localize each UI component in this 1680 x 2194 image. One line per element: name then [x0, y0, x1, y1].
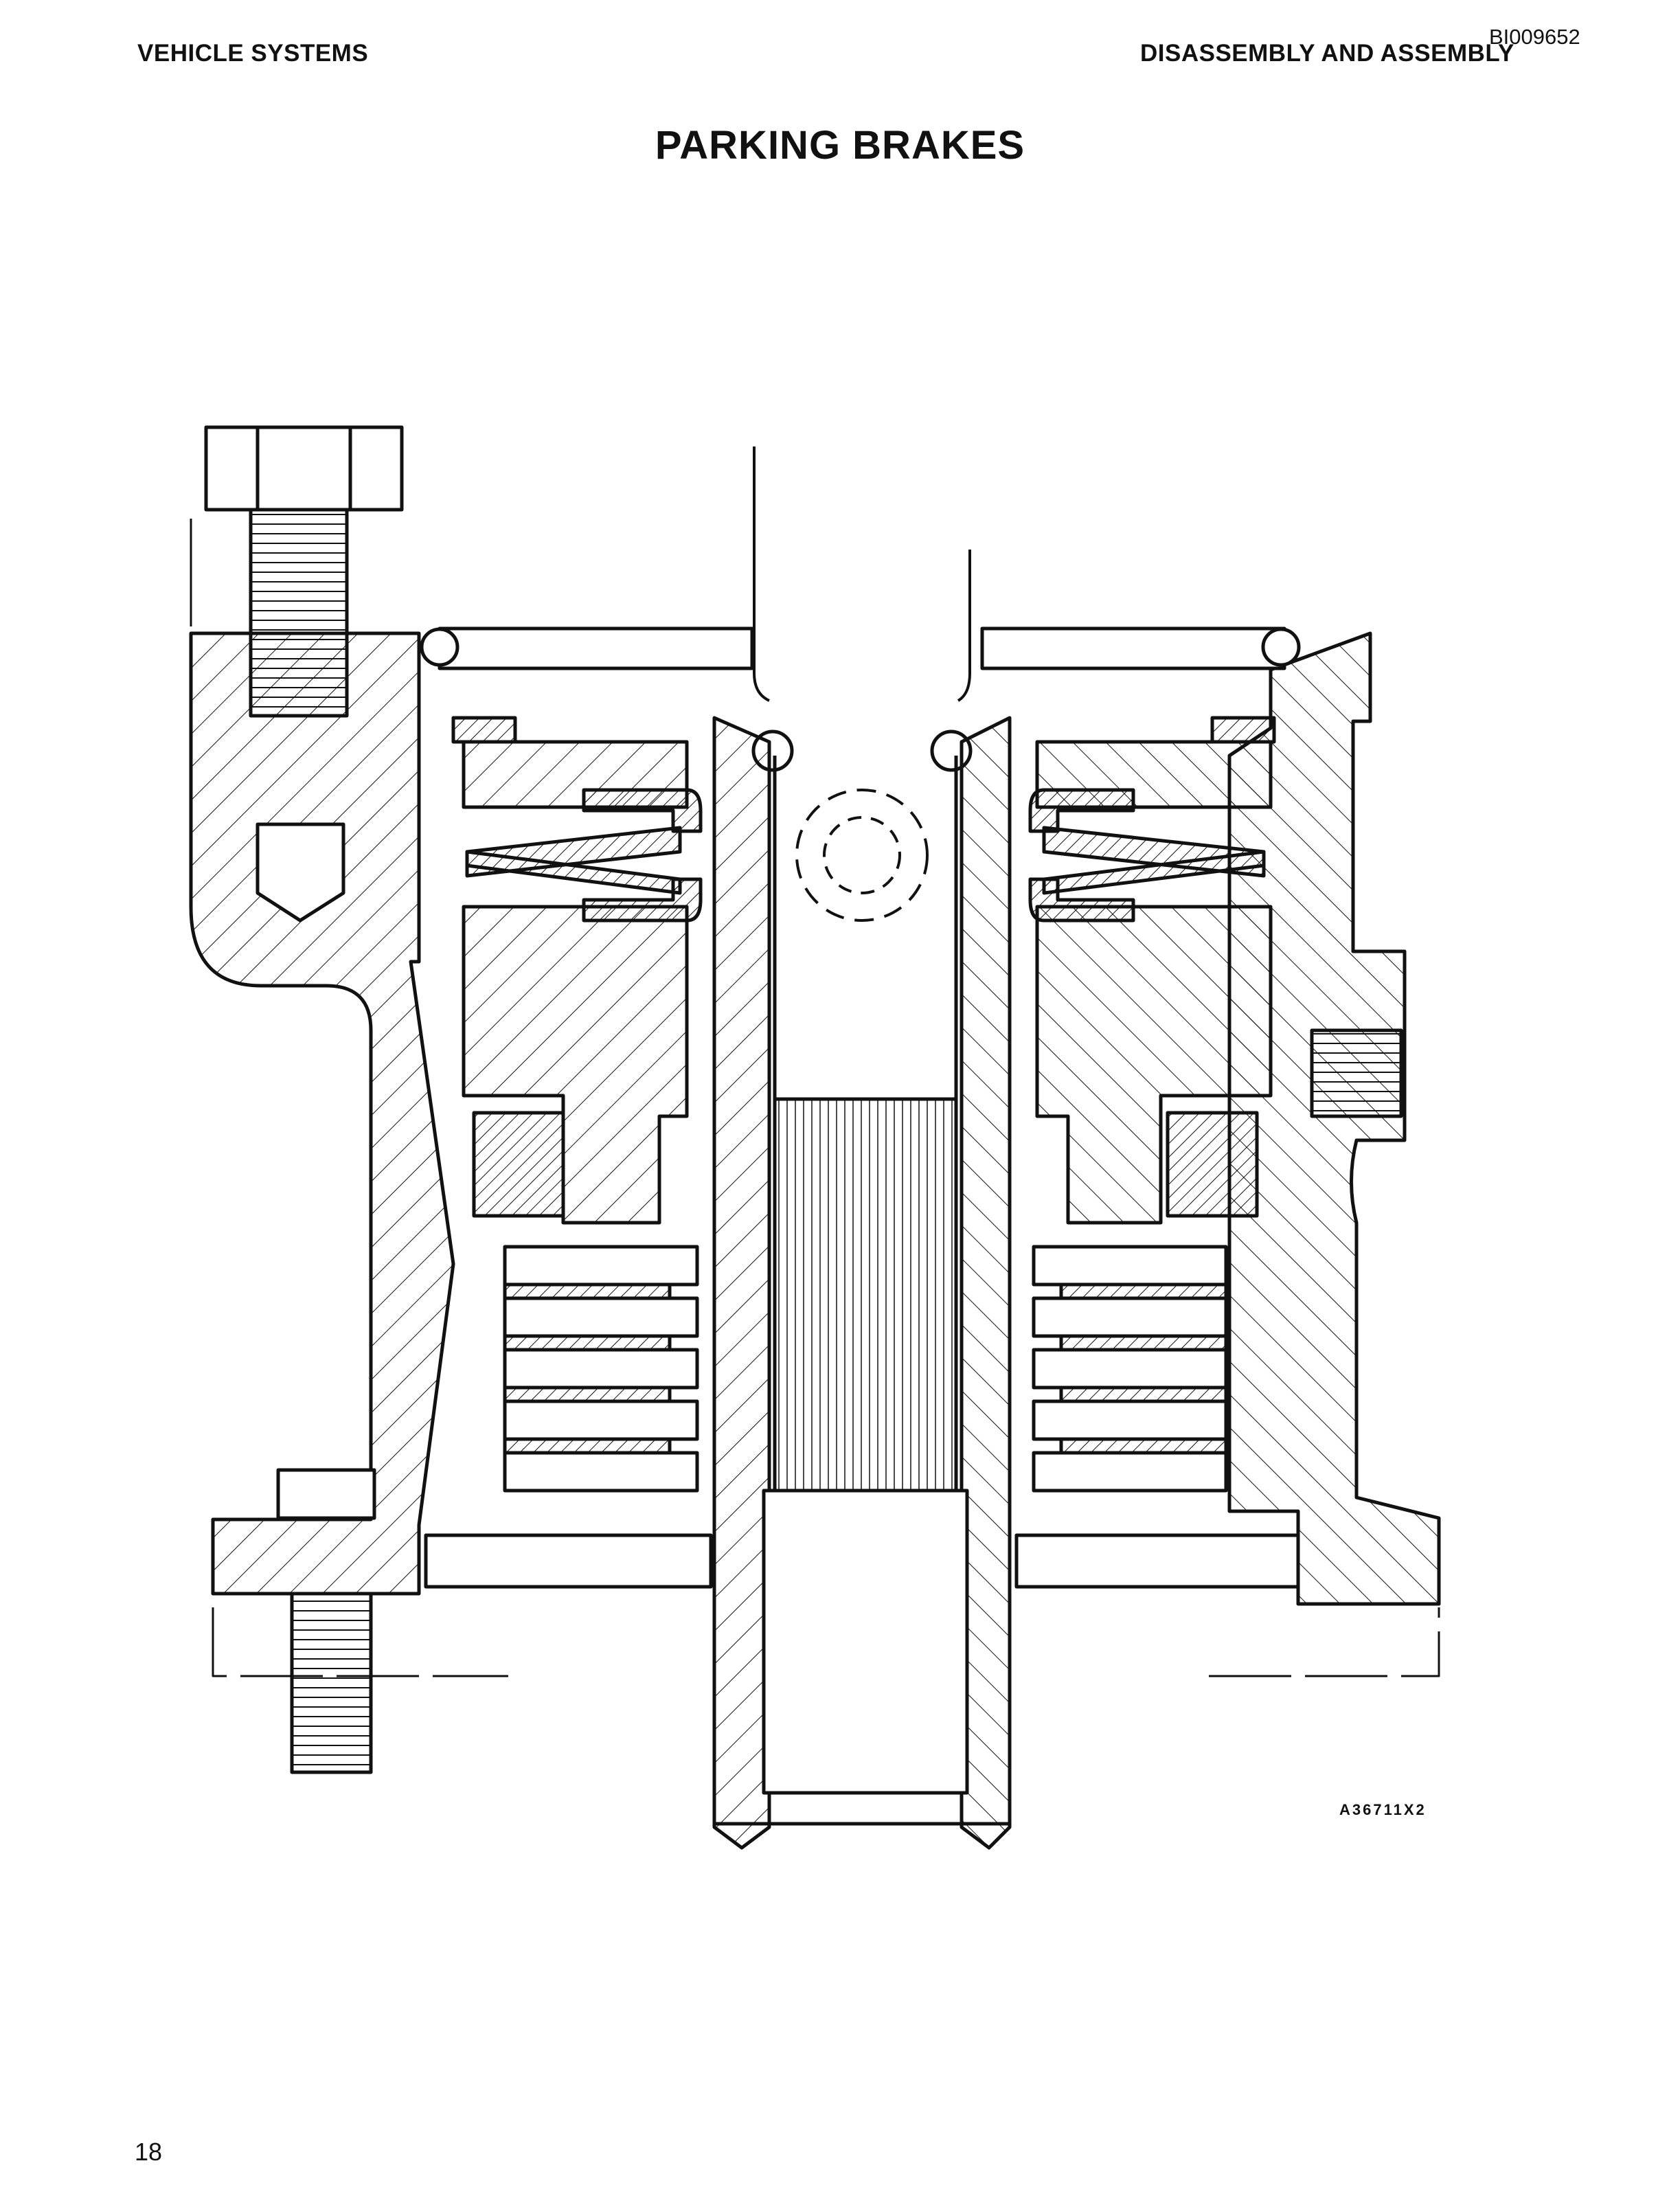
left-retainer-ring — [451, 716, 517, 744]
left-cover-plate — [438, 626, 754, 670]
right-housing-section — [1227, 631, 1441, 1606]
shaft-splines — [773, 1097, 958, 1493]
left-disc-stack — [503, 1245, 699, 1493]
document-id: BI009652 — [1489, 25, 1580, 49]
hex-bolt — [190, 425, 404, 923]
stud-and-nut — [276, 1468, 376, 1774]
right-cover-plate — [980, 626, 1286, 670]
left-piston-seal — [472, 1111, 565, 1218]
header-section-left: VEHICLE SYSTEMS — [137, 40, 369, 67]
shaft-right-wall — [960, 716, 1012, 1850]
left-housing-section — [189, 631, 455, 1596]
shaft-left-wall — [712, 716, 771, 1850]
right-disc-stack — [1032, 1245, 1228, 1493]
right-o-ring — [1261, 627, 1301, 667]
right-retainer-ring — [1210, 716, 1276, 744]
left-o-ring — [420, 627, 459, 667]
page-number: 18 — [135, 2138, 163, 2166]
page-title: PARKING BRAKES — [655, 123, 1025, 168]
right-piston-main — [1035, 905, 1273, 1225]
right-bottom-plate — [1014, 1533, 1300, 1589]
right-port-fitting — [1310, 1028, 1403, 1118]
figure-code: A36711X2 — [1339, 1801, 1427, 1818]
left-piston-main — [462, 905, 689, 1225]
right-piston-seal — [1166, 1111, 1259, 1218]
header-section-right: DISASSEMBLY AND ASSEMBLY — [1140, 40, 1514, 67]
left-belleville-spring — [465, 826, 682, 895]
left-bottom-plate — [424, 1533, 713, 1589]
shaft-bore — [762, 1489, 969, 1795]
